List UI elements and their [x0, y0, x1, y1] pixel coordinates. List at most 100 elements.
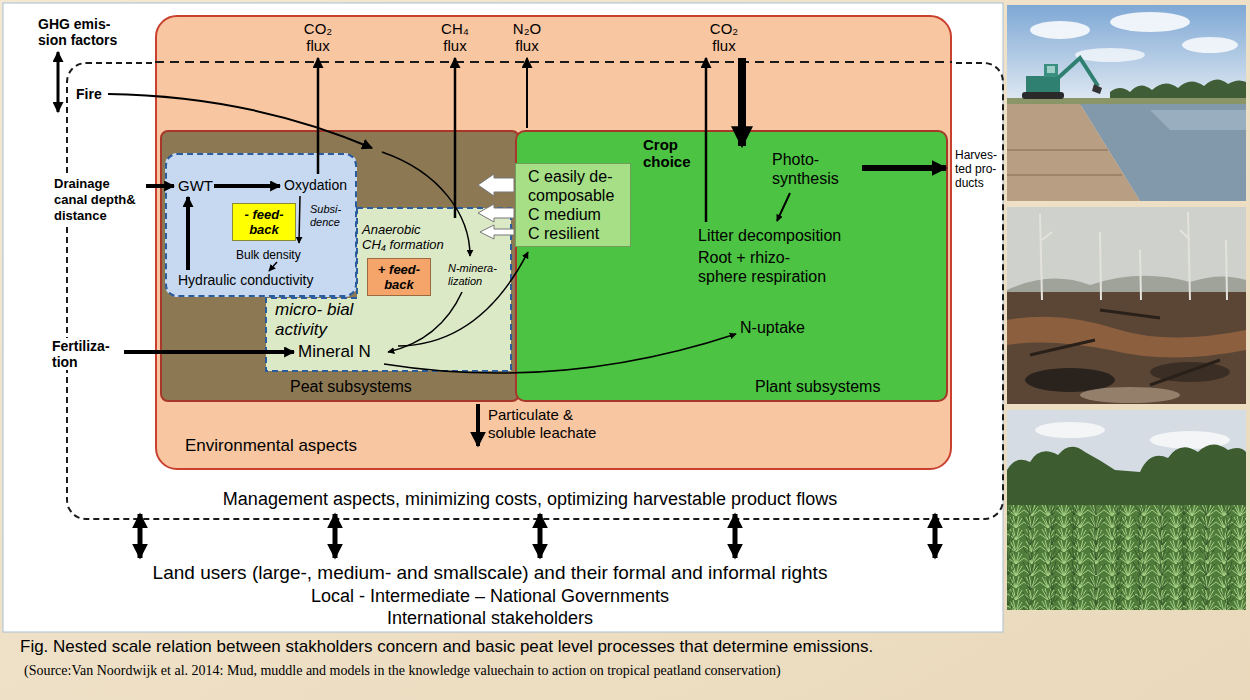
- text-holder: micro- bial activity: [275, 300, 383, 340]
- node-text: Particulate & soluble leachate: [488, 406, 606, 442]
- burned-land-photo: [1007, 207, 1246, 404]
- process-arrow: [933, 514, 938, 558]
- text-holder: Oxydation: [284, 177, 347, 194]
- canal-photo: [1110, 12, 1190, 32]
- figure-caption: Fig. Nested scale relation between stakh…: [20, 636, 873, 657]
- region-outline: [266, 208, 511, 371]
- node-text: Environmental aspects: [185, 436, 357, 456]
- text-holder: Management aspects, minimizing costs, op…: [100, 488, 960, 510]
- label-text: Drainage canal depth& distance: [54, 176, 142, 224]
- text-holder: Subsi- dence: [310, 203, 350, 229]
- canal-photo: [1030, 21, 1090, 39]
- process-arrow: [476, 404, 480, 446]
- canal-photo: [1044, 64, 1058, 77]
- process-arrow: [269, 262, 277, 271]
- node-text: C medium: [528, 205, 626, 224]
- process-arrow: [124, 350, 294, 354]
- text-holder: Fire: [76, 86, 102, 103]
- node-text: CO₂ flux: [702, 20, 746, 54]
- text-holder: Harves- ted pro- ducts: [955, 148, 999, 190]
- process-arrow: [138, 514, 143, 558]
- process-arrow: [738, 58, 746, 146]
- canal-photo: [1047, 66, 1055, 73]
- label-text: (Source:Van Noordwijk et al. 2014: Mud, …: [24, 662, 781, 680]
- burned-land-photo: [1040, 212, 1227, 300]
- process-arrow: [705, 58, 708, 222]
- node-text: C easily de- composable: [528, 167, 626, 205]
- node-text: Subsi- dence: [310, 203, 350, 229]
- label-text: Fertiliza- tion: [52, 338, 122, 370]
- burned-land-photo: [1030, 310, 1220, 385]
- text-holder: CO₂ flux: [702, 20, 746, 54]
- node-text: Photo- synthesis: [772, 150, 856, 188]
- canal-photo: [1026, 76, 1060, 92]
- text-holder: Drainage canal depth& distance: [54, 176, 142, 224]
- label-text: Land users (large-, medium- and smallsca…: [30, 562, 950, 584]
- water-subsystem-box: GWT OxydationSubsi- denceBulk densityHydr…: [165, 153, 357, 297]
- node-text: GWT: [178, 177, 213, 195]
- canal-photo: [1007, 150, 1122, 175]
- text-holder: Particulate & soluble leachate: [488, 406, 606, 442]
- process-arrow: [299, 196, 300, 243]
- canal-photo: [1182, 37, 1238, 53]
- label-text: Local - Intermediate – National Governme…: [30, 585, 950, 607]
- feedback-box: - feed- back: [232, 203, 296, 241]
- node-text: Bulk density: [236, 248, 301, 262]
- pineapple-field-photo: [1035, 422, 1105, 438]
- carbon-input-arrow: [480, 225, 514, 239]
- node-text: N₂O flux: [505, 20, 549, 54]
- process-arrow: [382, 152, 470, 256]
- text-holder: Litter decomposition: [698, 226, 841, 245]
- node-text: Root + rhizo- sphere respiration: [698, 248, 836, 286]
- text-holder: GHG emis- sion factors: [38, 16, 138, 48]
- node-text: Oxydation: [284, 177, 347, 194]
- node-text: Mineral N: [298, 342, 371, 362]
- text-holder: N₂O flux: [505, 20, 549, 54]
- peat-subsystem-box: Peat subsystems GWT OxydationSubsi- denceB…: [160, 130, 520, 402]
- microbial-region: Anaerobic CH₄ formationN-minera- lizatio…: [265, 207, 512, 372]
- text-holder: Peat subsystems: [290, 377, 412, 396]
- dashed-boundary: [155, 61, 952, 63]
- canal-photo: [1007, 5, 1246, 105]
- canal-photo: [1075, 48, 1145, 62]
- process-arrow: [454, 58, 457, 218]
- process-arrow: [388, 292, 462, 352]
- node-text: C resilient: [528, 224, 626, 243]
- node-text: Crop choice: [643, 136, 699, 170]
- process-arrow: [186, 197, 190, 270]
- canal-photo: [1150, 110, 1246, 130]
- text-holder: Photo- synthesis: [772, 150, 856, 188]
- process-arrow: [777, 193, 790, 221]
- text-holder: (Source:Van Noordwijk et al. 2014: Mud, …: [24, 662, 781, 680]
- node-text: Peat subsystems: [290, 377, 412, 396]
- node-text: Harves- ted pro- ducts: [955, 148, 999, 190]
- node-text: Anaerobic CH₄ formation: [362, 222, 446, 252]
- text-holder: Environmental aspects: [185, 436, 357, 456]
- node-text: Hydraulic conductivity: [178, 272, 313, 289]
- process-arrow: [58, 52, 946, 558]
- text-holder: Bulk density: [236, 248, 301, 262]
- pineapple-field-photo: [1007, 410, 1246, 610]
- text-holder: Land users (large-, medium- and smallsca…: [30, 562, 950, 584]
- text-holder: Root + rhizo- sphere respiration: [698, 248, 836, 286]
- text-holder: GWT: [178, 177, 213, 195]
- carbon-input-arrow: [478, 174, 514, 239]
- process-arrow: [398, 252, 528, 346]
- carbon-pool-box: C easily de- composableC mediumC resilie…: [515, 163, 631, 247]
- text-holder: Crop choice: [643, 136, 699, 170]
- text-holder: Plant subsystems: [755, 377, 880, 396]
- process-arrow: [57, 52, 60, 112]
- canal-photo: [1022, 92, 1064, 99]
- node-text: CH₄ flux: [433, 20, 477, 54]
- process-arrow: [526, 58, 528, 128]
- process-arrow: [862, 165, 946, 171]
- canal-photo: [1007, 104, 1140, 201]
- process-arrow: [317, 58, 320, 174]
- text-holder: International stakeholders: [30, 607, 950, 629]
- node-text: - feed- back: [239, 207, 289, 237]
- text-holder: N-uptake: [740, 318, 805, 337]
- management-region: FireHarves- ted pro- ductsManagement asp…: [66, 62, 1004, 520]
- label-text: International stakeholders: [30, 607, 950, 629]
